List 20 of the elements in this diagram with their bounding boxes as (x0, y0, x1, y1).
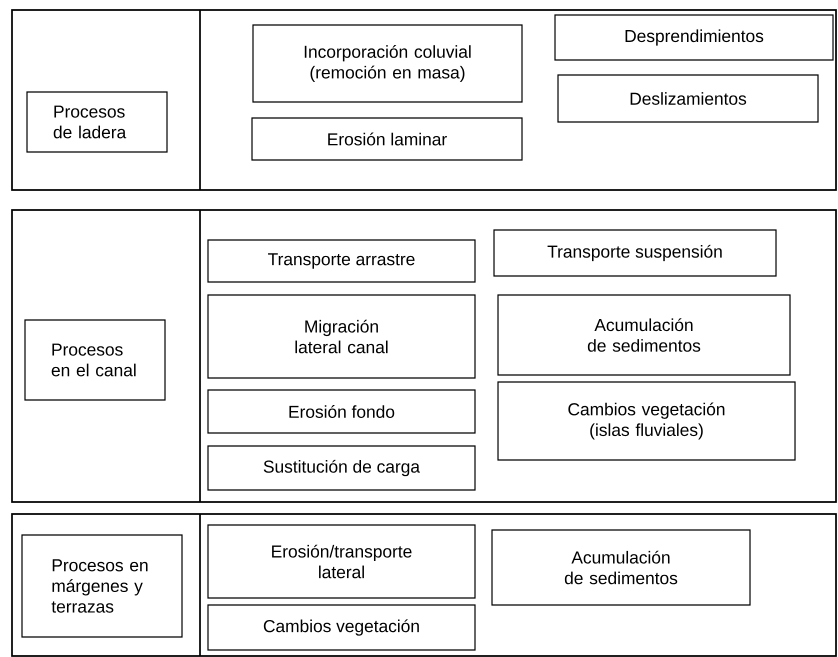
process-box: Cambios vegetación (islas fluviales) (497, 381, 796, 461)
process-box: Acumulación de sedimentos (491, 529, 751, 606)
process-box: Erosión fondo (207, 389, 476, 434)
process-box: Erosión/transporte lateral (207, 524, 476, 599)
process-box: Incorporación coluvial (remoción en masa) (252, 24, 523, 103)
process-box: Transporte suspensión (493, 229, 777, 277)
process-box: Deslizamientos (557, 74, 819, 123)
category-label-box: Procesos de ladera (26, 91, 168, 153)
process-box: Cambios vegetación (207, 604, 476, 651)
category-label-box: Procesos en márgenes y terrazas (21, 534, 183, 638)
process-box: Migración lateral canal (207, 294, 476, 379)
panel-frame (11, 513, 837, 657)
process-box: Sustitución de carga (207, 445, 476, 491)
process-box: Transporte arrastre (207, 239, 476, 283)
process-box: Erosión laminar (251, 117, 523, 161)
process-box: Desprendimientos (554, 14, 834, 61)
panel-frame (11, 9, 837, 191)
process-box: Acumulación de sedimentos (497, 294, 791, 376)
category-label-box: Procesos en el canal (24, 319, 166, 401)
panel-frame (11, 209, 837, 503)
